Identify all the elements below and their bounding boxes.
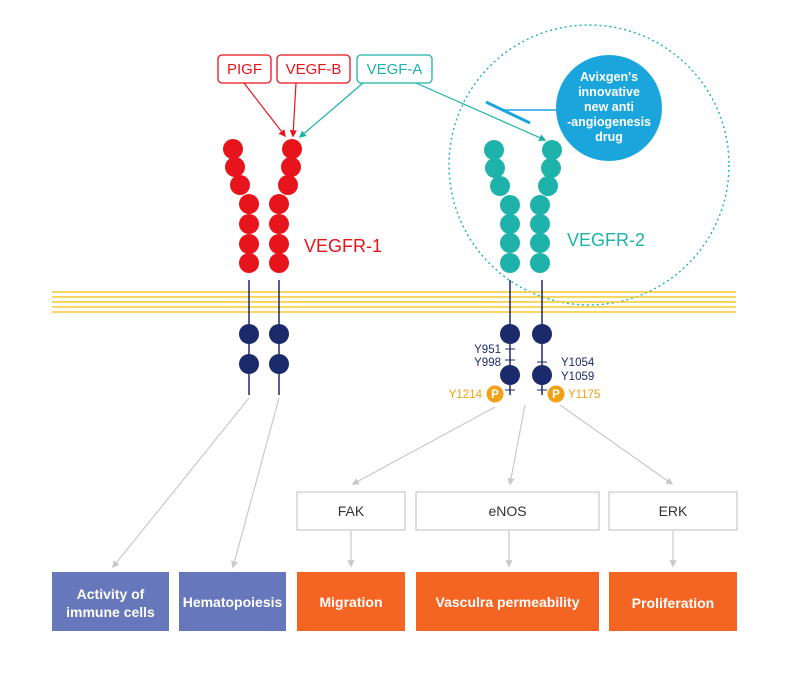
ligand-vegf-a: VEGF-A	[356, 54, 433, 84]
mediator-erk: ERK	[608, 491, 738, 531]
arrow-vegfb-to-vegfr1	[289, 82, 297, 138]
mediator-enos: eNOS	[415, 491, 600, 531]
mediator-fak-label: FAK	[338, 503, 365, 519]
mediator-enos-label: eNOS	[488, 503, 526, 519]
site-y1175: Y1175	[568, 389, 600, 401]
site-y951: Y951	[474, 344, 501, 356]
arrow-vegfa-to-vegfr2	[415, 82, 547, 141]
drug-line-3: new anti	[584, 100, 634, 114]
site-y1214: Y1214	[449, 389, 483, 401]
site-y1059: Y1059	[561, 371, 594, 383]
vegfr2-receptor	[484, 140, 562, 395]
phospho-left-symbol: P	[491, 389, 499, 401]
ligand-pigf-label: PIGF	[227, 61, 262, 78]
outcome-migration-label: Migration	[320, 594, 383, 610]
drug-badge: Avixgen's innovative new anti -angiogene…	[556, 55, 662, 161]
site-y1054: Y1054	[561, 357, 595, 369]
drug-line-1: Avixgen's	[580, 70, 638, 84]
site-y998: Y998	[474, 357, 501, 369]
mediator-erk-label: ERK	[659, 503, 688, 519]
drug-line-2: innovative	[578, 85, 640, 99]
drug-line-5: drug	[595, 130, 623, 144]
mediator-fak: FAK	[296, 491, 406, 531]
drug-line-4: -angiogenesis	[567, 115, 651, 129]
arrow-vegfa-to-vegfr1	[298, 82, 364, 138]
outcome-permeability: Vasculra permeability	[416, 572, 599, 631]
cell-membrane	[52, 291, 736, 313]
outcome-immune-cells-line-1: Activity of	[77, 586, 145, 602]
outcome-immune-cells-line-2: immune cells	[66, 604, 155, 620]
signal-arrows	[112, 397, 677, 569]
ligand-vegf-b: VEGF-B	[276, 54, 351, 84]
arrow-pigf-to-vegfr1	[243, 82, 286, 138]
vegfr1-label: VEGFR-1	[304, 236, 382, 256]
outcome-migration: Migration	[297, 572, 405, 631]
drug-target-circle	[448, 24, 730, 306]
drug-inhibition-bar	[485, 100, 531, 125]
phospho-right: P	[547, 385, 565, 403]
ligand-pigf: PIGF	[217, 54, 272, 84]
phospho-left: P	[486, 385, 504, 403]
vegfr2-label: VEGFR-2	[567, 230, 645, 250]
ligand-vegf-b-label: VEGF-B	[286, 61, 342, 78]
ligand-vegf-a-label: VEGF-A	[367, 61, 423, 78]
phospho-right-symbol: P	[552, 389, 560, 401]
outcome-permeability-label: Vasculra permeability	[436, 594, 580, 610]
outcome-hematopoiesis: Hematopoiesis	[179, 572, 286, 631]
vegfr1-receptor	[223, 139, 302, 395]
outcome-proliferation: Proliferation	[609, 572, 737, 631]
outcome-proliferation-label: Proliferation	[632, 595, 714, 611]
outcome-immune-cells: Activity of immune cells	[52, 572, 169, 631]
outcome-hematopoiesis-label: Hematopoiesis	[183, 594, 283, 610]
